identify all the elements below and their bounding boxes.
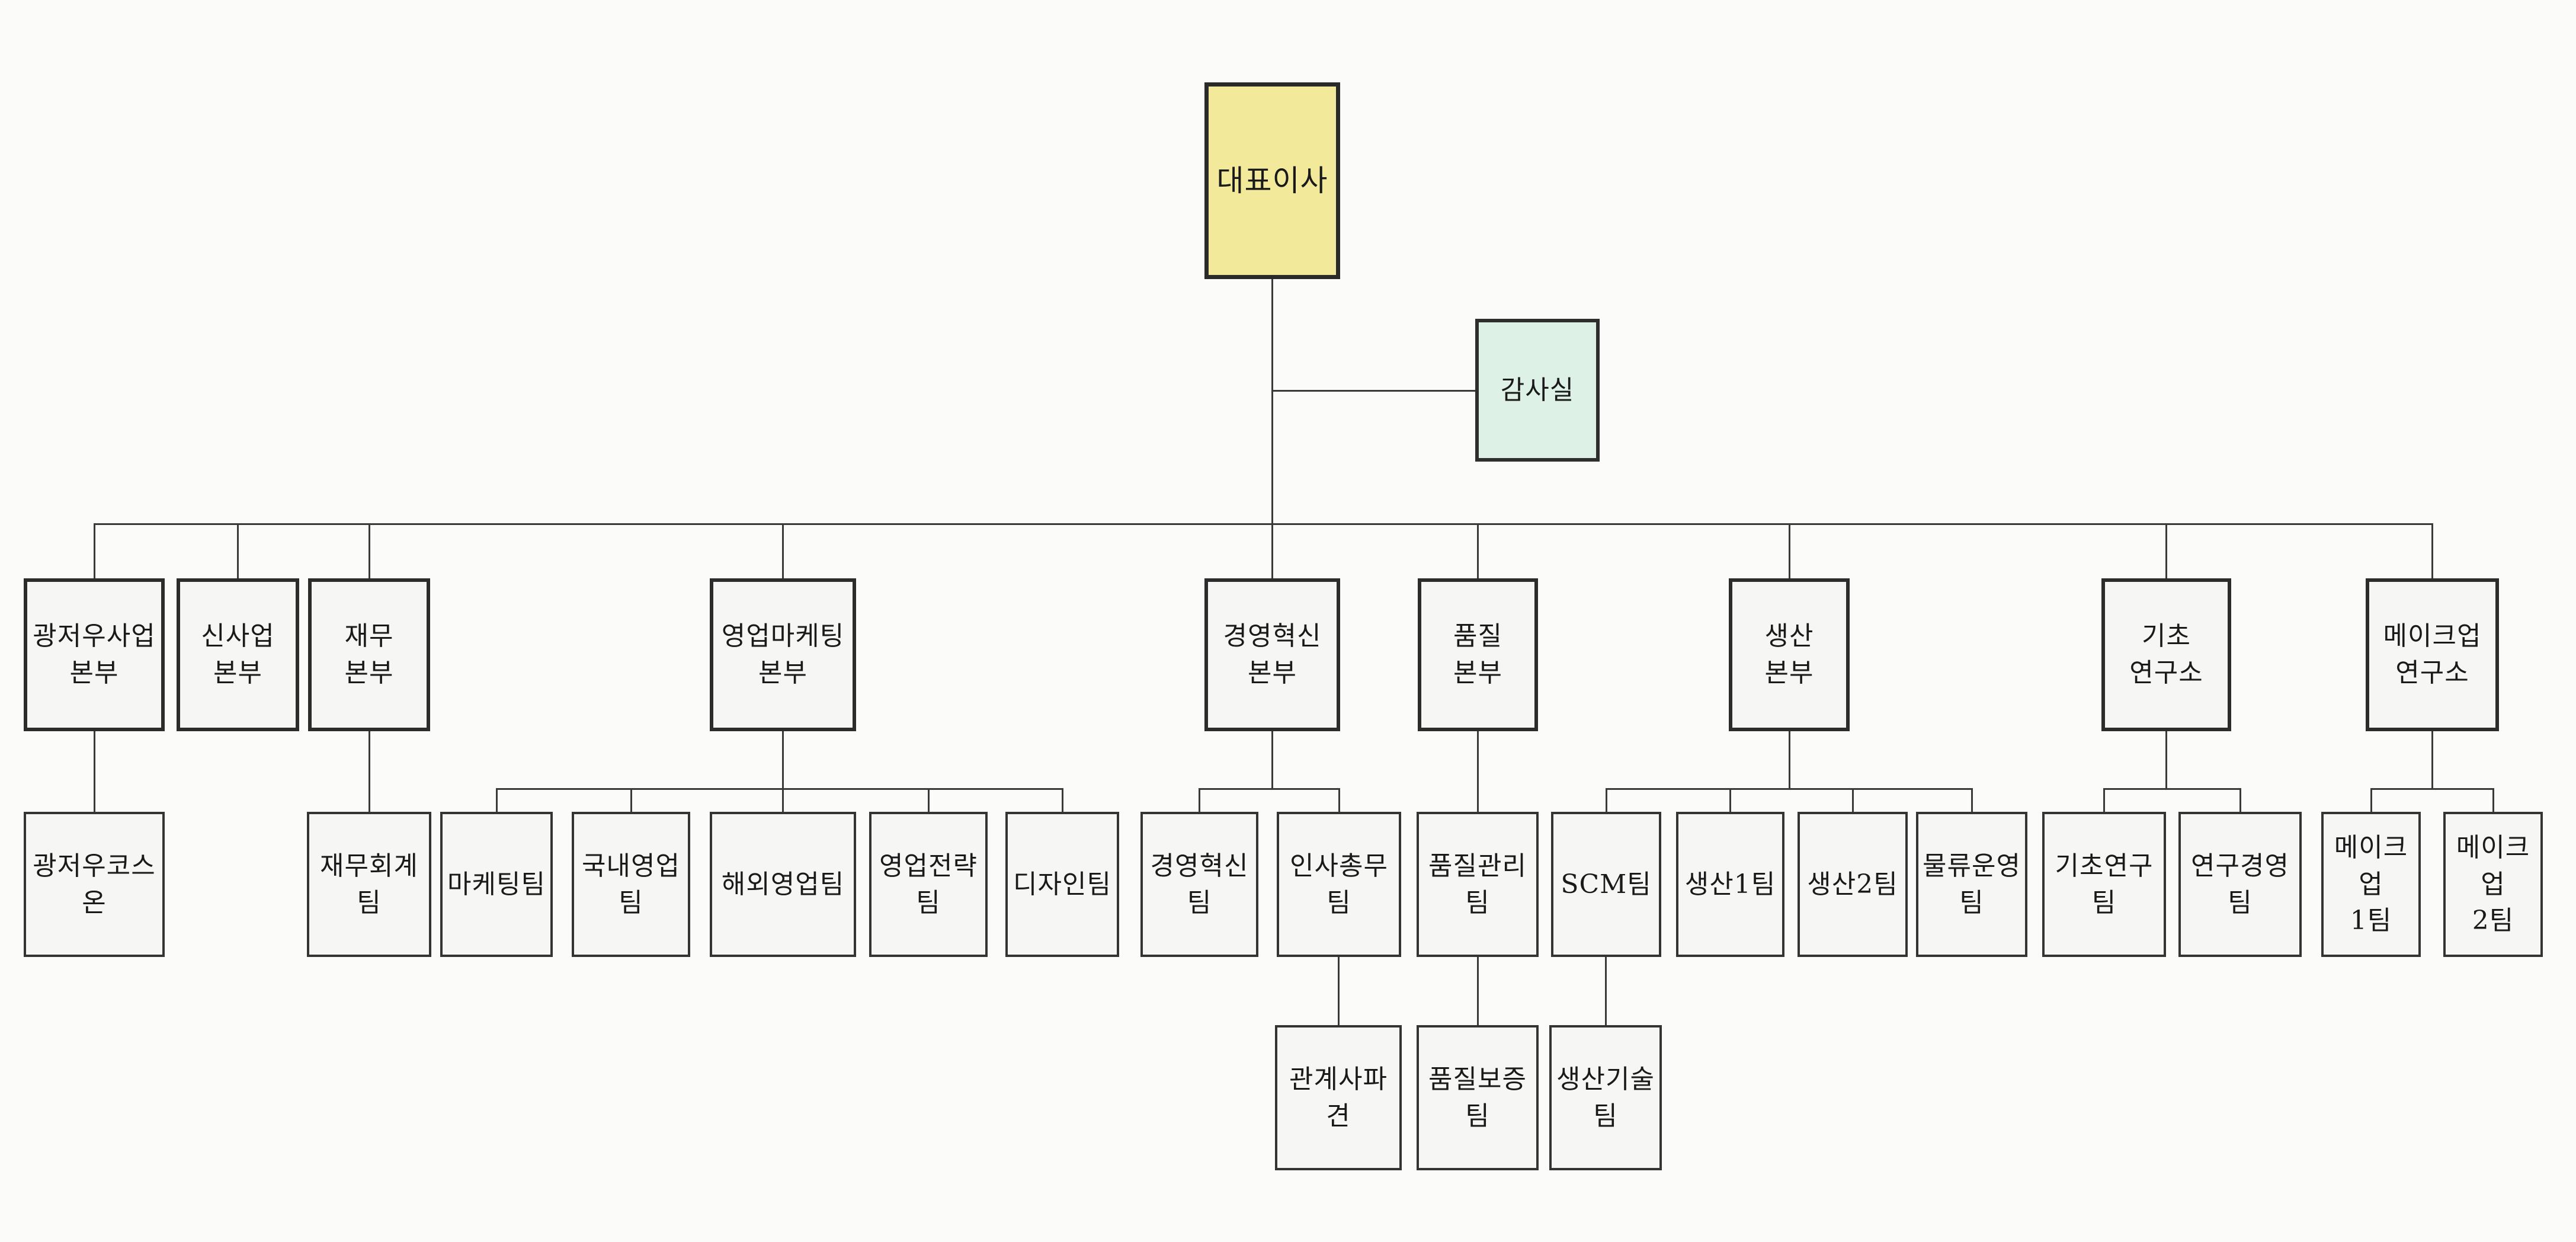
connector-drop xyxy=(2103,788,2105,812)
connector-stem xyxy=(1271,731,1273,788)
connector-bar xyxy=(1199,788,1340,790)
connector-drop xyxy=(94,731,95,812)
node-research-management-team: 연구경영팀 xyxy=(2178,812,2302,957)
connector-stub xyxy=(369,523,370,578)
connector-stub xyxy=(782,523,784,578)
connector-stem xyxy=(1789,731,1790,788)
connector-stem xyxy=(2165,731,2167,788)
node-new-business-hq: 신사업 본부 xyxy=(177,578,299,731)
connector-drop xyxy=(496,788,498,812)
node-overseas-sales-team: 해외영업팀 xyxy=(710,812,856,957)
node-management-innovation-hq: 경영혁신 본부 xyxy=(1204,578,1340,731)
node-guangzhou-business-hq: 광저우사업 본부 xyxy=(24,578,165,731)
node-finance-accounting-team: 재무회계팀 xyxy=(307,812,431,957)
connector-stub xyxy=(2165,523,2167,578)
node-finance-hq: 재무 본부 xyxy=(308,578,430,731)
node-marketing-team: 마케팅팀 xyxy=(440,812,553,957)
node-audit-office: 감사실 xyxy=(1475,319,1600,462)
connector-drop xyxy=(782,788,784,812)
node-guangzhou-coson: 광저우코스온 xyxy=(24,812,165,957)
connector-bar xyxy=(2103,788,2241,790)
connector-bar xyxy=(1606,788,1973,790)
node-hr-general-affairs-team: 인사총무팀 xyxy=(1277,812,1401,957)
connector-drop xyxy=(1971,788,1973,812)
node-management-innovation-team: 경영혁신팀 xyxy=(1140,812,1258,957)
node-sales-strategy-team: 영업전략팀 xyxy=(869,812,988,957)
connector-stub xyxy=(2431,523,2433,578)
connector-stem xyxy=(2431,731,2433,788)
connector-drop xyxy=(1199,788,1200,812)
connector-stub xyxy=(1789,523,1790,578)
connector-drop xyxy=(2239,788,2241,812)
connector-bar xyxy=(496,788,1063,790)
connector-drop xyxy=(1852,788,1854,812)
node-makeup-team-2: 메이크업 2팀 xyxy=(2443,812,2543,957)
node-makeup-research-institute: 메이크업 연구소 xyxy=(2366,578,2499,731)
connector-drop xyxy=(1606,788,1607,812)
connector-drop xyxy=(1477,956,1479,1025)
node-affiliate-dispatch: 관계사파견 xyxy=(1275,1025,1402,1170)
connector-main-bus xyxy=(94,523,2433,525)
node-production-team-1: 생산1팀 xyxy=(1676,812,1784,957)
connector-drop xyxy=(1062,788,1063,812)
connector-drop xyxy=(1477,731,1479,812)
node-makeup-team-1: 메이크업 1팀 xyxy=(2321,812,2421,957)
node-scm-team: SCM팀 xyxy=(1551,812,1661,957)
connector-drop xyxy=(1605,956,1607,1025)
node-quality-hq: 품질 본부 xyxy=(1418,578,1538,731)
connector-drop xyxy=(1338,956,1340,1025)
connector-drop xyxy=(369,731,370,812)
node-logistics-operations-team: 물류운영팀 xyxy=(1916,812,2027,957)
node-sales-marketing-hq: 영업마케팅 본부 xyxy=(710,578,856,731)
connector-drop xyxy=(2370,788,2372,812)
connector-drop xyxy=(630,788,632,812)
connector-stub xyxy=(1477,523,1479,578)
connector-drop xyxy=(928,788,930,812)
node-quality-assurance-team: 품질보증팀 xyxy=(1417,1025,1539,1170)
node-basic-research-team: 기초연구팀 xyxy=(2042,812,2166,957)
connector-drop xyxy=(2492,788,2494,812)
node-production-hq: 생산 본부 xyxy=(1729,578,1850,731)
connector-stem xyxy=(782,731,784,788)
connector-drop xyxy=(1729,788,1731,812)
node-production-technology-team: 생산기술팀 xyxy=(1549,1025,1662,1170)
node-design-team: 디자인팀 xyxy=(1005,812,1119,957)
connector-audit xyxy=(1271,390,1476,392)
node-ceo: 대표이사 xyxy=(1204,82,1340,279)
node-basic-research-institute: 기초 연구소 xyxy=(2101,578,2231,731)
node-domestic-sales-team: 국내영업팀 xyxy=(572,812,690,957)
connector-stub xyxy=(1271,523,1273,578)
node-production-team-2: 생산2팀 xyxy=(1798,812,1908,957)
connector-ceo-trunk xyxy=(1271,279,1273,523)
connector-stub xyxy=(94,523,95,578)
connector-stub xyxy=(237,523,239,578)
connector-drop xyxy=(1338,788,1340,812)
node-quality-control-team: 품질관리팀 xyxy=(1417,812,1539,957)
connector-bar xyxy=(2370,788,2494,790)
